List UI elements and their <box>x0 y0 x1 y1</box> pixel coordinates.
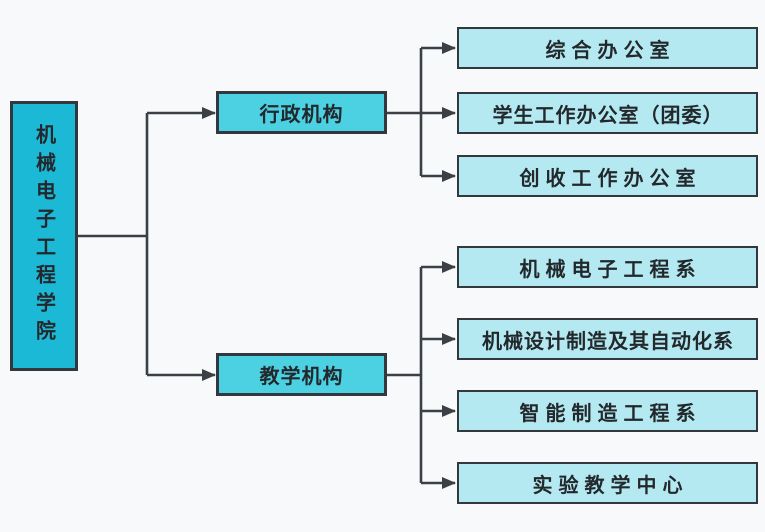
org-node-admin-branch: 行政机构 <box>216 91 387 134</box>
org-node-revenue-office: 创收工作办公室 <box>457 155 758 197</box>
org-node-teaching-branch: 教学机构 <box>216 353 387 396</box>
org-node-college-root: 机械电子工程学院 <box>10 101 78 371</box>
org-node-experimental-teaching-center: 实验教学中心 <box>457 462 758 504</box>
org-node-student-office: 学生工作办公室（团委） <box>457 92 758 134</box>
org-node-intelligent-manufacturing-dept: 智能制造工程系 <box>457 390 758 432</box>
org-node-general-office: 综合办公室 <box>457 27 758 69</box>
org-node-mechatronics-dept: 机械电子工程系 <box>457 246 758 288</box>
org-node-design-automation-dept: 机械设计制造及其自动化系 <box>457 318 758 360</box>
